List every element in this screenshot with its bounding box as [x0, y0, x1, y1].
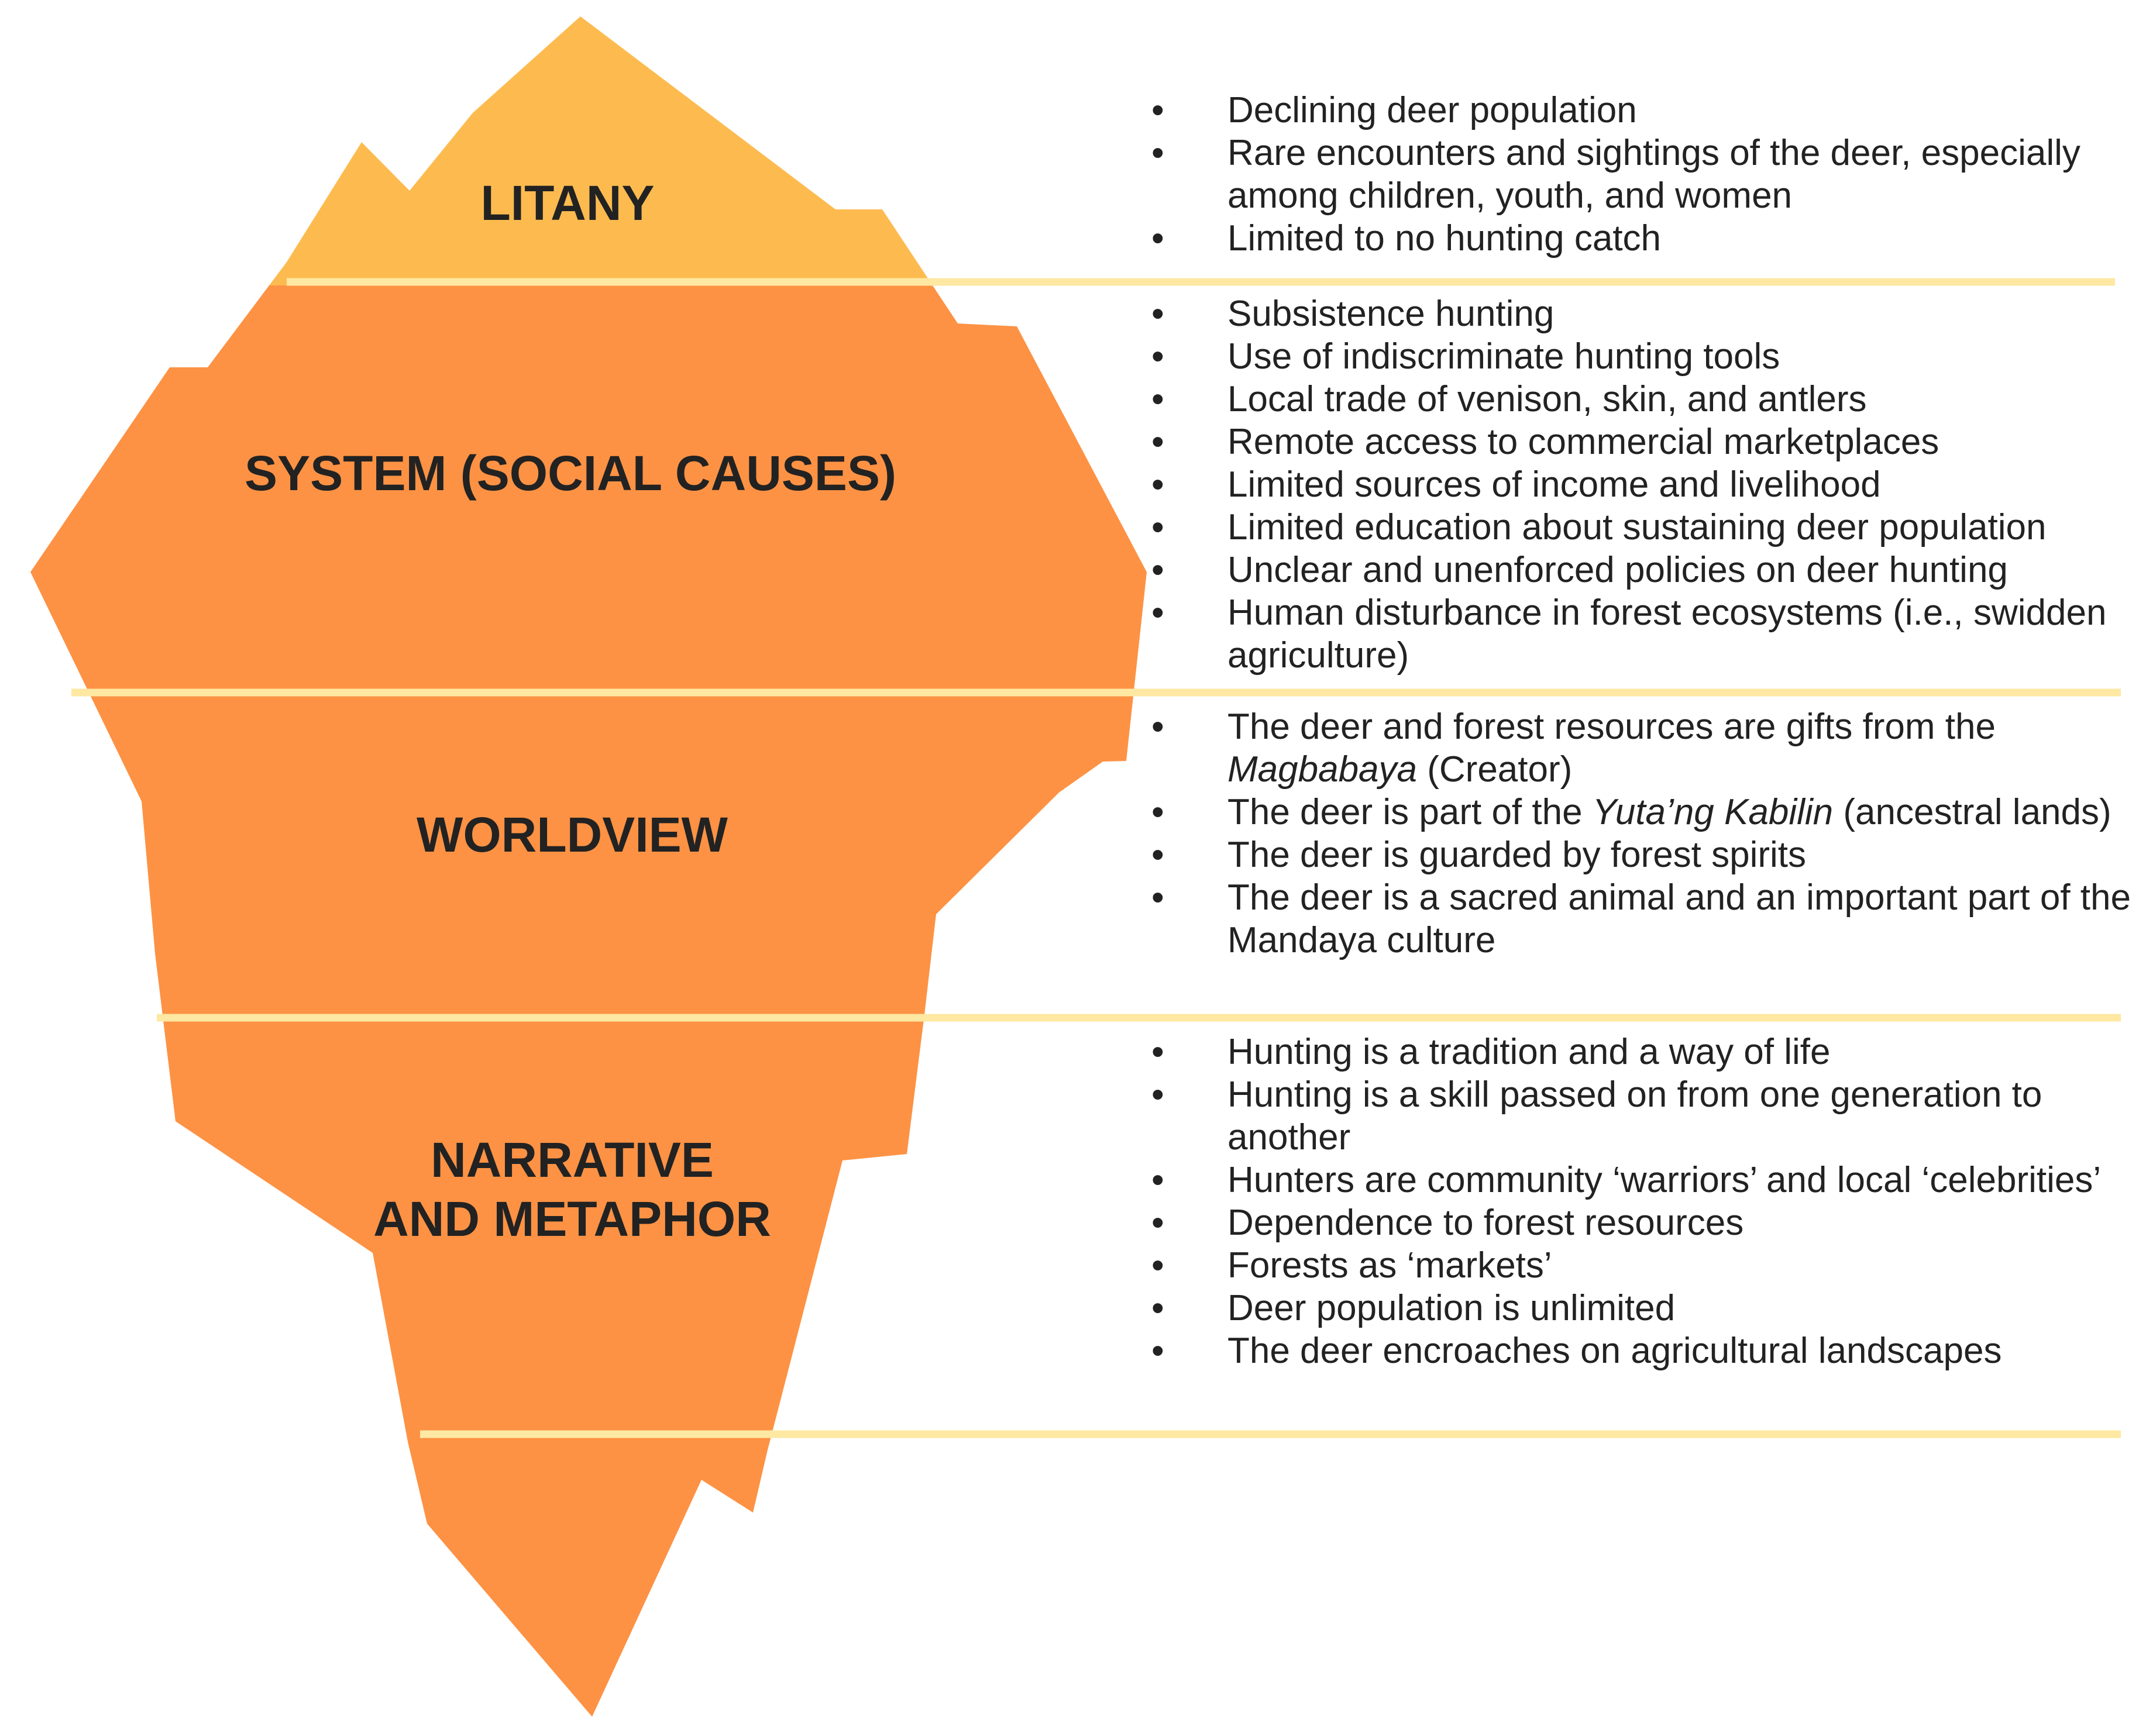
list-item: Limited to no hunting catch — [1147, 217, 2130, 260]
list-item: Use of indiscriminate hunting tools — [1147, 335, 2130, 378]
list-item: Hunting is a skill passed on from one ge… — [1147, 1073, 2135, 1159]
list-item: Dependence to forest resources — [1147, 1201, 2135, 1244]
item-text: (Creator) — [1417, 749, 1573, 790]
list-item: The deer is guarded by forest spirits — [1147, 833, 2135, 876]
item-italic-term: Yuta’ng Kabilin — [1592, 792, 1834, 832]
list-item: Remote access to commercial marketplaces — [1147, 421, 2130, 463]
title-worldview: WORLDVIEW — [417, 807, 728, 862]
list-item: Limited education about sustaining deer … — [1147, 506, 2130, 549]
list-item: The deer is part of the Yuta’ng Kabilin … — [1147, 791, 2135, 833]
litany-bullet-list: Declining deer population Rare encounter… — [1147, 89, 2130, 260]
list-item: Hunting is a tradition and a way of life — [1147, 1031, 2135, 1073]
list-item: Hunters are community ‘warriors’ and loc… — [1147, 1159, 2135, 1201]
item-italic-term: Magbabaya — [1227, 749, 1418, 790]
item-text: The deer is part of the — [1227, 792, 1593, 832]
list-item: Local trade of venison, skin, and antler… — [1147, 378, 2130, 421]
title-system: SYSTEM (SOCIAL CAUSES) — [245, 446, 896, 501]
divider-lines — [71, 278, 2121, 1438]
list-item: Declining deer population — [1147, 89, 2130, 132]
iceberg-body — [30, 285, 1147, 1717]
list-item: Rare encounters and sightings of the dee… — [1147, 132, 2130, 217]
title-litany: LITANY — [480, 175, 654, 230]
list-item: The deer and forest resources are gifts … — [1147, 705, 2135, 791]
iceberg-tip — [269, 16, 933, 285]
iceberg-shape — [30, 16, 1147, 1717]
item-text: The deer and forest resources are gifts … — [1227, 707, 1996, 747]
list-item: Limited sources of income and livelihood — [1147, 463, 2130, 506]
list-item: Unclear and unenforced policies on deer … — [1147, 549, 2130, 591]
list-item: Human disturbance in forest ecosystems (… — [1147, 591, 2130, 677]
item-text: (ancestral lands) — [1833, 792, 2112, 832]
worldview-bullet-list: The deer and forest resources are gifts … — [1147, 705, 2135, 962]
list-item: The deer is a sacred animal and an impor… — [1147, 876, 2135, 962]
list-item: The deer encroaches on agricultural land… — [1147, 1329, 2135, 1372]
list-item: Deer population is unlimited — [1147, 1287, 2135, 1329]
title-narrative-line2: AND METAPHOR — [373, 1191, 771, 1246]
system-bullet-list: Subsistence hunting Use of indiscriminat… — [1147, 292, 2130, 677]
list-item: Forests as ‘markets’ — [1147, 1244, 2135, 1287]
list-item: Subsistence hunting — [1147, 292, 2130, 335]
title-narrative-line1: NARRATIVE — [431, 1132, 714, 1187]
narrative-bullet-list: Hunting is a tradition and a way of life… — [1147, 1031, 2135, 1372]
